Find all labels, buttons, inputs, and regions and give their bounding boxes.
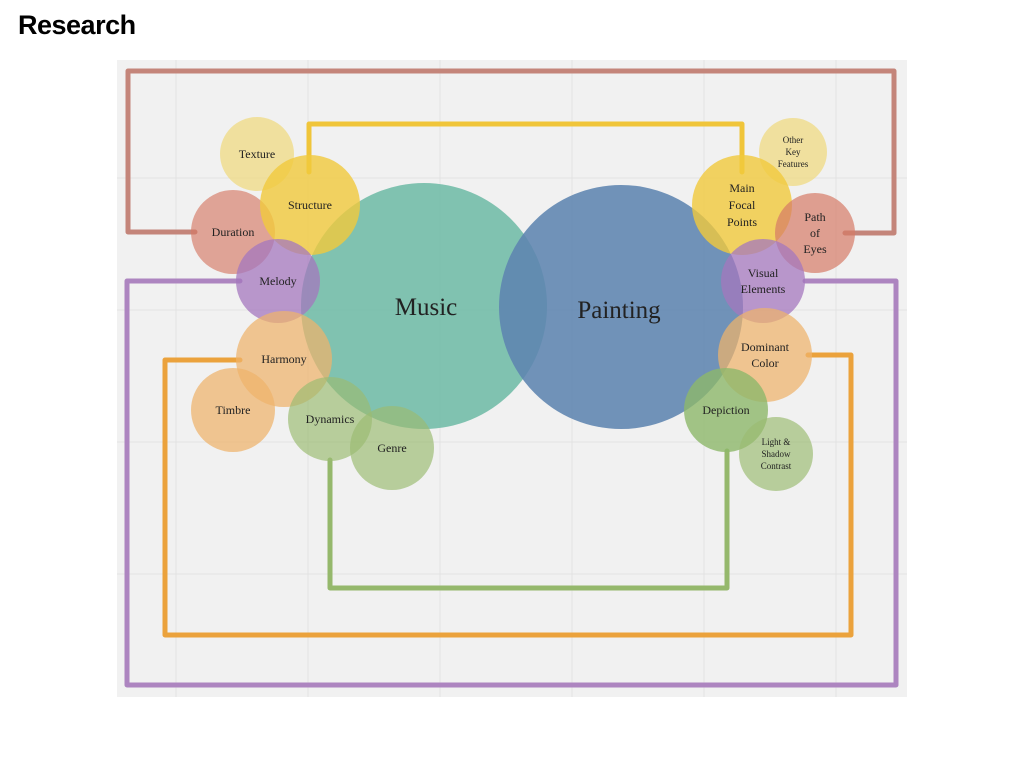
music-nodes [191,117,434,490]
path-of-eyes-circle [775,193,855,273]
melody-label-line: Melody [259,274,296,288]
melody-visual-connector [124,278,899,688]
page-title: Research [18,10,136,40]
music-circle [301,183,547,429]
main-focal-points-label-line: Points [727,215,757,229]
timbre-label: Timbre [216,403,251,417]
painting-nodes [684,118,855,491]
dynamics-label-line: Dynamics [306,412,355,426]
texture-label-line: Texture [239,147,275,161]
dominant-color-label-line: Color [751,356,778,370]
depiction-circle [684,368,768,452]
painting-circle [499,185,743,429]
node-labels: TextureStructureDurationMelodyHarmonyTim… [212,135,827,471]
structure-circle [260,155,360,255]
genre-label-line: Genre [377,441,406,455]
harmony-label-line: Harmony [261,352,306,366]
other-key-features-label-line: Other [783,135,804,145]
dynamics-depiction-connector [327,448,730,591]
music-painting-diagram: Music Painting TextureStructureDurationM… [117,60,907,697]
duration-label: Duration [212,225,255,239]
duration-path-connector [125,68,897,236]
light-shadow-contrast-label-line: Contrast [761,461,792,471]
melody-circle [236,239,320,323]
visual-elements-label-line: Elements [741,282,786,296]
visual-elements-circle [721,239,805,323]
dominant-color-label-line: Dominant [741,340,790,354]
main-focal-points-circle [692,155,792,255]
path-of-eyes-label-line: Path [804,210,825,224]
dynamics-label: Dynamics [306,412,355,426]
timbre-circle [191,368,275,452]
structure-label-line: Structure [288,198,332,212]
connectors [124,68,899,688]
visual-elements-label-line: Visual [748,266,779,280]
other-key-features-label-line: Key [786,147,801,157]
main-focal-points-label-line: Focal [729,198,756,212]
path-of-eyes-label-line: Eyes [803,242,827,256]
texture-label: Texture [239,147,275,161]
light-shadow-contrast-label-line: Shadow [762,449,792,459]
main-focal-points-label-line: Main [729,181,754,195]
path-of-eyes-label-line: of [810,226,820,240]
structure-focal-connector [306,121,745,175]
structure-label: Structure [288,198,332,212]
harmony-label: Harmony [261,352,306,366]
genre-circle [350,406,434,490]
melody-label: Melody [259,274,296,288]
light-shadow-contrast-label-line: Light & [762,437,791,447]
music-label: Music [395,294,458,321]
timbre-label-line: Timbre [216,403,251,417]
depiction-label-line: Depiction [702,403,749,417]
harmony-color-connector [162,352,854,638]
painting-label: Painting [577,297,661,324]
duration-label-line: Duration [212,225,255,239]
light-shadow-contrast-circle [739,417,813,491]
other-key-features-label-line: Features [778,159,809,169]
genre-label: Genre [377,441,406,455]
depiction-label: Depiction [702,403,749,417]
